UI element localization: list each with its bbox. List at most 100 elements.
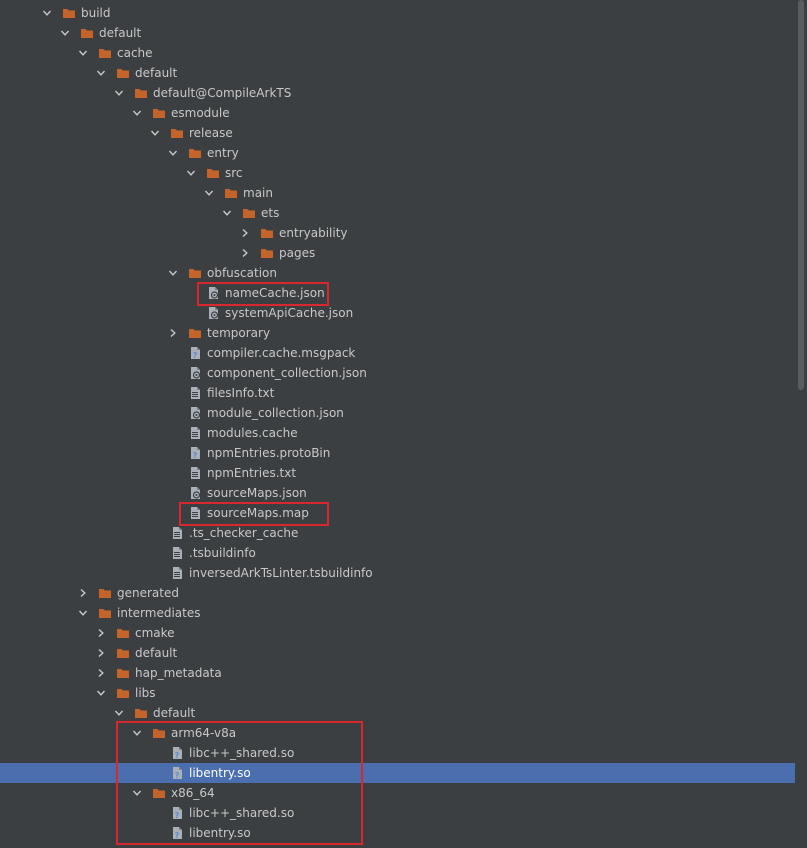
tree-folder-node[interactable]: generated <box>0 583 795 603</box>
tree-folder-node[interactable]: pages <box>0 243 795 263</box>
tree-folder-node[interactable]: src <box>0 163 795 183</box>
text-file-icon <box>188 506 202 520</box>
tree-node-label: arm64-v8a <box>171 726 237 740</box>
tree-node-label: release <box>189 126 233 140</box>
unknown-file-icon: ? <box>170 746 184 760</box>
tree-file-node[interactable]: inversedArkTsLinter.tsbuildinfo <box>0 563 795 583</box>
chevron-right-icon[interactable] <box>238 243 252 263</box>
tree-file-node[interactable]: sourceMaps.json <box>0 483 795 503</box>
chevron-down-icon[interactable] <box>40 3 54 23</box>
tree-file-node[interactable]: ?libentry.so <box>0 823 795 843</box>
folder-icon <box>134 86 148 100</box>
tree-node-label: npmEntries.txt <box>207 466 297 480</box>
tree-folder-node[interactable]: build <box>0 3 795 23</box>
text-file-icon <box>170 546 184 560</box>
scrollbar-thumb[interactable] <box>798 0 804 390</box>
tree-node-label: x86_64 <box>171 786 215 800</box>
tree-folder-node[interactable]: default <box>0 643 795 663</box>
chevron-down-icon[interactable] <box>130 103 144 123</box>
tree-folder-node[interactable]: default <box>0 23 795 43</box>
chevron-down-icon[interactable] <box>76 43 90 63</box>
tree-folder-node[interactable]: x86_64 <box>0 783 795 803</box>
tree-folder-node[interactable]: obfuscation <box>0 263 795 283</box>
tree-file-node[interactable]: ?npmEntries.protoBin <box>0 443 795 463</box>
svg-text:?: ? <box>193 351 198 360</box>
tree-folder-node[interactable]: temporary <box>0 323 795 343</box>
chevron-down-icon[interactable] <box>76 603 90 623</box>
chevron-down-icon[interactable] <box>58 23 72 43</box>
tree-node-label: libs <box>135 686 156 700</box>
tree-folder-node[interactable]: libs <box>0 683 795 703</box>
tree-file-node[interactable]: module_collection.json <box>0 403 795 423</box>
tree-file-node[interactable]: filesInfo.txt <box>0 383 795 403</box>
tree-file-node[interactable]: .tsbuildinfo <box>0 543 795 563</box>
tree-file-node[interactable]: systemApiCache.json <box>0 303 795 323</box>
tree-folder-node[interactable]: hap_metadata <box>0 663 795 683</box>
tree-folder-node[interactable]: arm64-v8a <box>0 723 795 743</box>
chevron-down-icon[interactable] <box>220 203 234 223</box>
folder-icon <box>116 66 130 80</box>
tree-folder-node[interactable]: default@CompileArkTS <box>0 83 795 103</box>
chevron-down-icon[interactable] <box>130 723 144 743</box>
chevron-down-icon[interactable] <box>112 703 126 723</box>
vertical-scrollbar[interactable] <box>795 0 807 848</box>
tree-file-node[interactable]: component_collection.json <box>0 363 795 383</box>
tree-file-node[interactable]: ?libentry.so <box>0 763 795 783</box>
tree-node-label: pages <box>279 246 316 260</box>
tree-node-label: nameCache.json <box>225 286 325 300</box>
tree-node-label: sourceMaps.json <box>207 486 307 500</box>
folder-icon <box>170 126 184 140</box>
chevron-down-icon[interactable] <box>148 123 162 143</box>
json-file-icon <box>206 286 220 300</box>
tree-node-label: default <box>99 26 142 40</box>
chevron-right-icon[interactable] <box>94 623 108 643</box>
unknown-file-icon: ? <box>188 446 202 460</box>
tree-file-node[interactable]: .ts_checker_cache <box>0 523 795 543</box>
tree-node-label: inversedArkTsLinter.tsbuildinfo <box>189 566 373 580</box>
tree-node-label: libentry.so <box>189 766 251 780</box>
tree-file-node[interactable]: sourceMaps.map <box>0 503 795 523</box>
chevron-down-icon[interactable] <box>94 683 108 703</box>
tree-folder-node[interactable]: default <box>0 703 795 723</box>
chevron-down-icon[interactable] <box>184 163 198 183</box>
folder-icon <box>224 186 238 200</box>
tree-folder-node[interactable]: cache <box>0 43 795 63</box>
tree-file-node[interactable]: npmEntries.txt <box>0 463 795 483</box>
tree-folder-node[interactable]: main <box>0 183 795 203</box>
tree-folder-node[interactable]: intermediates <box>0 603 795 623</box>
chevron-down-icon[interactable] <box>166 143 180 163</box>
tree-folder-node[interactable]: ets <box>0 203 795 223</box>
chevron-down-icon[interactable] <box>166 263 180 283</box>
chevron-down-icon[interactable] <box>130 783 144 803</box>
tree-file-node[interactable]: modules.cache <box>0 423 795 443</box>
text-file-icon <box>188 466 202 480</box>
tree-folder-node[interactable]: release <box>0 123 795 143</box>
tree-file-node[interactable]: nameCache.json <box>0 283 795 303</box>
tree-folder-node[interactable]: entry <box>0 143 795 163</box>
tree-node-label: entry <box>207 146 239 160</box>
folder-icon <box>116 666 130 680</box>
text-file-icon <box>188 426 202 440</box>
chevron-right-icon[interactable] <box>76 583 90 603</box>
chevron-right-icon[interactable] <box>94 643 108 663</box>
folder-icon <box>188 266 202 280</box>
folder-icon <box>80 26 94 40</box>
chevron-down-icon[interactable] <box>94 63 108 83</box>
tree-folder-node[interactable]: cmake <box>0 623 795 643</box>
tree-folder-node[interactable]: esmodule <box>0 103 795 123</box>
tree-node-label: default@CompileArkTS <box>153 86 292 100</box>
chevron-right-icon[interactable] <box>238 223 252 243</box>
folder-icon <box>98 586 112 600</box>
tree-folder-node[interactable]: default <box>0 63 795 83</box>
tree-file-node[interactable]: ?compiler.cache.msgpack <box>0 343 795 363</box>
tree-file-node[interactable]: ? libc++_shared.so <box>0 743 795 763</box>
chevron-right-icon[interactable] <box>166 323 180 343</box>
chevron-down-icon[interactable] <box>202 183 216 203</box>
tree-node-label: component_collection.json <box>207 366 367 380</box>
chevron-right-icon[interactable] <box>94 663 108 683</box>
tree-node-label: libc++_shared.so <box>189 746 295 760</box>
chevron-down-icon[interactable] <box>112 83 126 103</box>
tree-folder-node[interactable]: entryability <box>0 223 795 243</box>
tree-file-node[interactable]: ?libc++_shared.so <box>0 803 795 823</box>
